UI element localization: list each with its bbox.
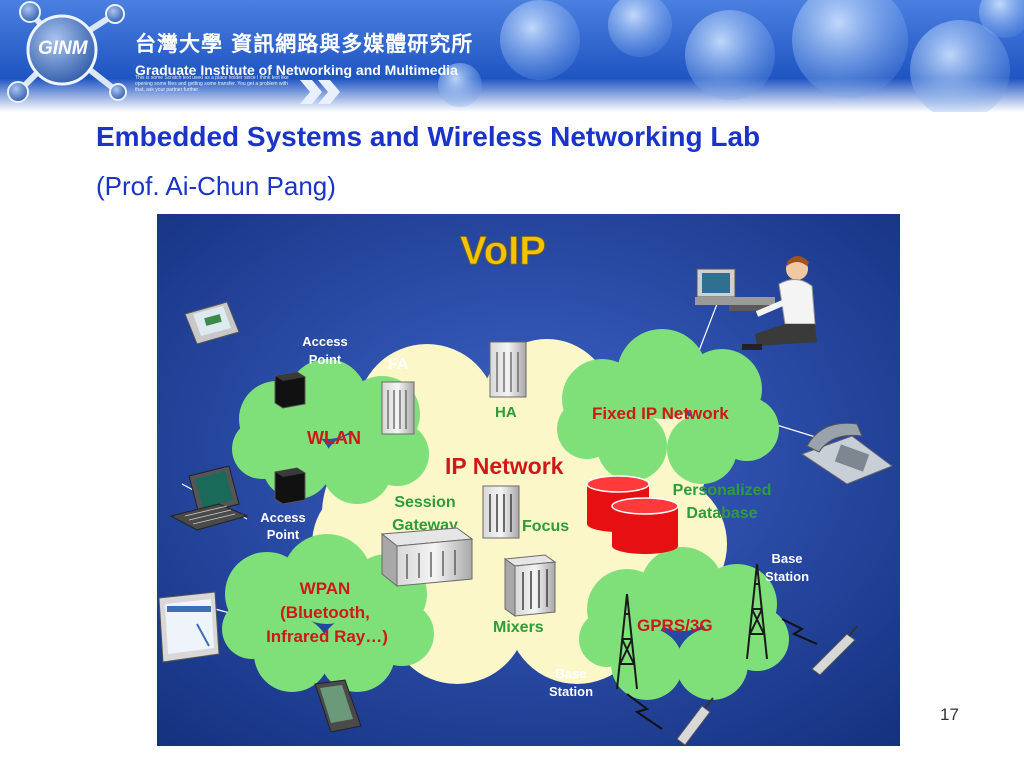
bubble-decoration [500,0,580,80]
voip-diagram: VoIP IP Network WLAN WPAN (Bluetooth, In… [157,214,900,746]
access-point-bottom-label-line2: Point [267,527,300,542]
pda-icon [184,301,240,345]
ha-server-icon [489,341,527,398]
access-point-top-label-line2: Point [309,352,342,367]
signal-icon [781,618,818,645]
institute-name-english: Graduate Institute of Networking and Mul… [135,62,458,78]
ip-network-label: IP Network [445,453,564,479]
page-number: 17 [940,705,959,724]
focus-label: Focus [522,518,569,535]
wlan-label: WLAN [307,428,361,448]
chevron-right-icon [300,80,340,104]
access-point-icon [274,467,306,505]
access-point-bottom-label: Access [260,510,306,525]
session-gateway-icon [380,527,474,588]
tablet-icon [158,591,220,663]
access-point-icon [274,371,306,409]
header-banner: GINM 台灣大學 資訊網路與多媒體研究所 Graduate Institute… [0,0,1024,112]
desk-user-icon [695,256,817,350]
base-station-bottom-label-line2: Station [549,684,593,699]
session-gateway-label: Session [394,494,455,511]
bubble-decoration [910,20,1010,112]
wpan-label-line2: (Bluetooth, [280,603,370,622]
access-point-top-label: Access [302,334,348,349]
mixers-server-icon [503,554,557,617]
mobile-phone-icon [811,625,858,676]
laptop-icon [169,465,249,531]
fixed-ip-network-label: Fixed IP Network [592,404,729,423]
bubble-decoration [608,0,672,57]
bubble-decoration [685,10,775,100]
diagram-heading: VoIP [460,229,546,273]
wpan-label: WPAN [300,579,351,598]
mixers-label: Mixers [493,619,544,636]
gprs-label: GPRS/3G [637,616,713,635]
database-icon [586,475,679,554]
base-station-tower-icon [616,593,638,690]
ginm-logo-icon [7,1,127,103]
pda-icon [314,679,362,733]
bubble-decoration [792,0,908,98]
voip-diagram-canvas: VoIP IP Network WLAN WPAN (Bluetooth, In… [157,214,900,746]
fa-server-icon [381,381,415,435]
bubble-decoration [438,63,482,107]
slide-title: Embedded Systems and Wireless Networking… [96,121,761,152]
wpan-cloud [222,534,434,692]
telephone-icon [800,422,894,485]
ha-label: HA [495,404,517,421]
mobile-phone-icon [676,697,714,746]
banner-background [0,0,1024,112]
institute-name-chinese: 台灣大學 資訊網路與多媒體研究所 [135,32,474,56]
base-station-bottom-label: Base [555,666,586,681]
database-label: Personalized [673,482,772,499]
fa-label: FA [388,356,409,373]
institute-name: 台灣大學 資訊網路與多媒體研究所 Graduate Institute of N… [135,28,473,78]
fixed-ip-network-cloud [557,329,779,484]
signal-icon [626,693,663,730]
focus-server-icon [482,485,520,539]
base-station-right-label: Base [771,551,802,566]
wpan-label-line3: Infrared Ray…) [266,627,388,646]
slide-subtitle: (Prof. Ai-Chun Pang) [96,171,336,201]
logo-text: GINM [38,38,88,59]
base-station-tower-icon [746,563,768,660]
bubble-decoration [979,0,1024,38]
banner-fine-print: This is some Scratch text used as a plac… [135,75,289,93]
database-label-line2: Database [686,505,757,522]
base-station-right-label-line2: Station [765,569,809,584]
